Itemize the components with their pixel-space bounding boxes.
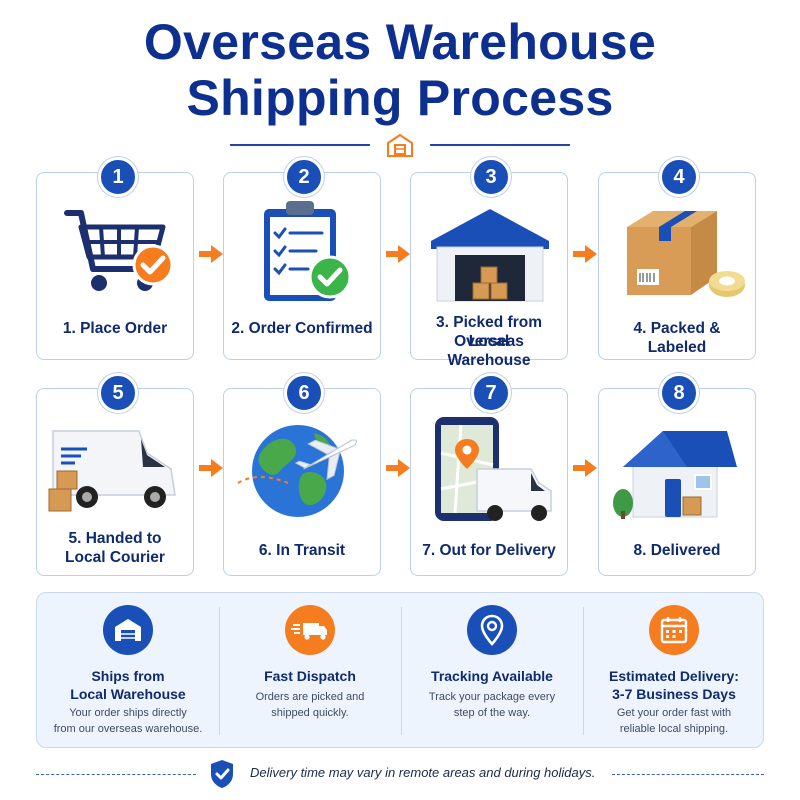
step-card-1: 1. Place Order bbox=[36, 172, 194, 360]
feature-title-1-line-2: Local Warehouse bbox=[70, 686, 186, 702]
step-label-4: 4. Packed & Labeled bbox=[633, 320, 721, 356]
arrow-right-icon bbox=[199, 459, 223, 477]
arrow-right-icon bbox=[573, 459, 597, 477]
step-number-8: 8 bbox=[659, 373, 699, 413]
feature-fast-dispatch: Fast Dispatch Orders are picked and ship… bbox=[219, 593, 401, 749]
features-panel: Ships from Local Warehouse Your order sh… bbox=[36, 592, 764, 748]
feature-title-1-line-1: Ships from bbox=[91, 668, 165, 684]
feature-desc-2-line-2: shipped quickly. bbox=[271, 707, 349, 719]
footer-note-bar: Delivery time may vary in remote areas a… bbox=[0, 754, 800, 794]
divider-line-left bbox=[230, 144, 370, 146]
page-title-line-1: Overseas Warehouse bbox=[143, 14, 657, 70]
feature-ships-from-local: Ships from Local Warehouse Your order sh… bbox=[37, 593, 219, 749]
step-card-4: 4. Packed & Labeled bbox=[598, 172, 756, 360]
calendar-icon bbox=[649, 605, 699, 655]
step-label-5-line-2: Local Courier bbox=[65, 549, 165, 566]
warehouse-icon bbox=[431, 209, 549, 302]
feature-title-3: Tracking Available bbox=[431, 668, 553, 684]
phone-map-icon bbox=[435, 417, 552, 521]
feature-separator bbox=[219, 607, 220, 735]
arrow-right-icon bbox=[386, 245, 410, 263]
warehouse-icon bbox=[103, 605, 153, 655]
feature-desc-1-line-1: Your order ships directly bbox=[69, 707, 187, 719]
step-label-3-line-1: 3. Picked from Local bbox=[436, 314, 542, 350]
arrow-right-icon bbox=[573, 245, 597, 263]
delivery-van-icon bbox=[48, 430, 176, 512]
step-card-3: 3. Picked from Local Overseas Warehouse bbox=[410, 172, 568, 369]
page-title-line-2: Shipping Process bbox=[186, 70, 614, 126]
feature-tracking: Tracking Available Track your package ev… bbox=[401, 593, 583, 749]
feature-desc-4-line-1: Get your order fast with bbox=[616, 707, 732, 719]
step-label-7: 7. Out for Delivery bbox=[422, 542, 556, 559]
step-card-6: 6. In Transit bbox=[223, 388, 381, 576]
step-label-6: 6. In Transit bbox=[258, 542, 346, 559]
title-divider bbox=[230, 132, 570, 162]
house-icon bbox=[613, 431, 737, 519]
step-card-7: 7. Out for Delivery bbox=[410, 388, 568, 576]
step-number-2: 2 bbox=[284, 157, 324, 197]
fast-truck-icon bbox=[285, 605, 335, 655]
shield-check-icon bbox=[211, 760, 233, 788]
step-label-2: 2. Order Confirmed bbox=[231, 320, 373, 337]
step-label-1: 1. Place Order bbox=[62, 320, 168, 337]
step-label-5-line-1: 5. Handed to bbox=[68, 530, 162, 547]
step-number-7: 7 bbox=[471, 373, 511, 413]
step-number-1: 1 bbox=[98, 157, 138, 197]
feature-desc-3-line-2: step of the way. bbox=[453, 707, 531, 719]
divider-line-right bbox=[430, 144, 570, 146]
feature-desc-4-line-2: reliable local shipping. bbox=[619, 723, 729, 735]
arrow-right-icon bbox=[386, 459, 410, 477]
footer-dash-left bbox=[36, 774, 196, 775]
feature-separator bbox=[401, 607, 402, 735]
step-number-6: 6 bbox=[284, 373, 324, 413]
globe-plane-icon bbox=[237, 425, 358, 517]
step-number-3: 3 bbox=[471, 157, 511, 197]
step-label-8: 8. Delivered bbox=[633, 542, 721, 559]
feature-desc-1-line-2: from our overseas warehouse. bbox=[53, 723, 203, 735]
step-number-5: 5 bbox=[98, 373, 138, 413]
feature-title-4-line-1: Estimated Delivery: bbox=[609, 668, 739, 684]
feature-estimated-delivery: Estimated Delivery: 3-7 Business Days Ge… bbox=[583, 593, 765, 749]
step-label-3-line-2: Overseas Warehouse bbox=[447, 333, 531, 369]
shopping-cart-icon bbox=[64, 210, 174, 291]
footer-dash-right bbox=[612, 774, 764, 775]
feature-title-4-line-2: 3-7 Business Days bbox=[612, 686, 736, 702]
feature-title-2: Fast Dispatch bbox=[264, 668, 356, 684]
warehouse-box-icon bbox=[387, 133, 413, 157]
clipboard-check-icon bbox=[264, 201, 352, 301]
step-card-2: 2. Order Confirmed bbox=[223, 172, 381, 360]
arrow-right-icon bbox=[199, 245, 223, 263]
step-card-8: 8. Delivered bbox=[598, 388, 756, 576]
package-icon bbox=[627, 211, 745, 297]
step-number-4: 4 bbox=[659, 157, 699, 197]
feature-desc-3-line-1: Track your package every bbox=[428, 691, 556, 703]
footer-note: Delivery time may vary in remote areas a… bbox=[250, 765, 596, 780]
step-card-5: 5. Handed to Local Courier bbox=[36, 388, 194, 576]
location-pin-icon bbox=[467, 605, 517, 655]
feature-separator bbox=[583, 607, 584, 735]
feature-desc-2-line-1: Orders are picked and bbox=[255, 691, 365, 703]
